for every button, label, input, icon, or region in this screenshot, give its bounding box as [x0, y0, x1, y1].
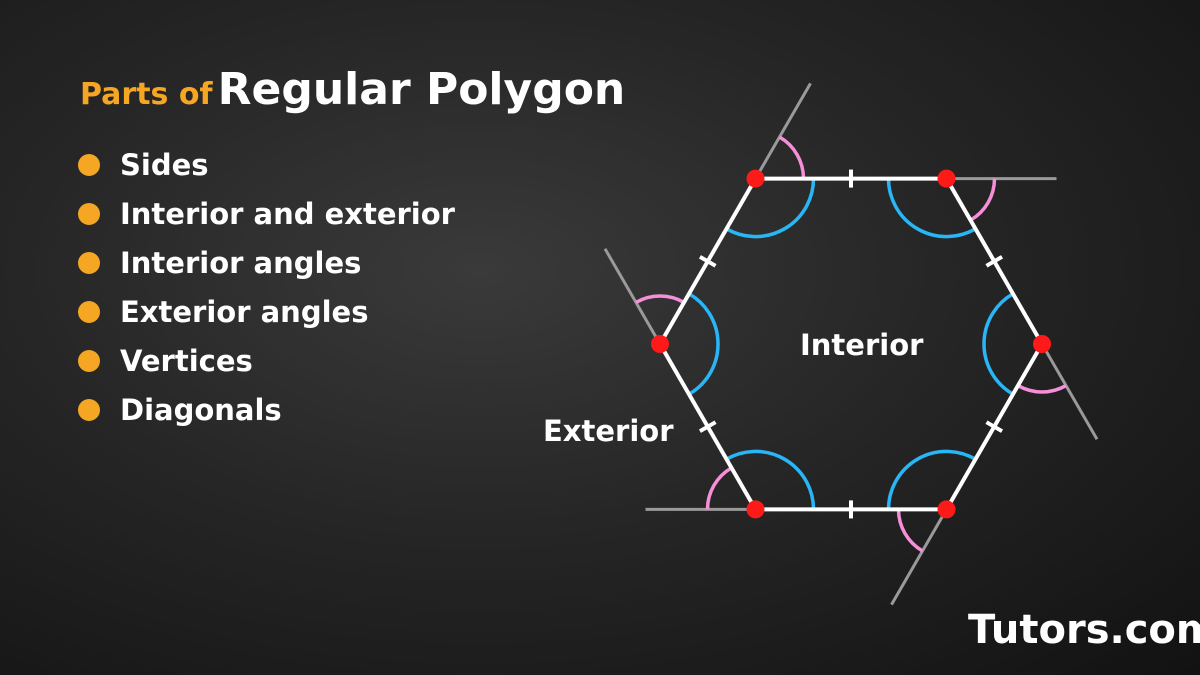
interior-angle-arcs	[688, 178, 1014, 510]
bullet-dot-icon	[78, 300, 100, 323]
side-tick-mark	[985, 255, 1004, 268]
bullet-dot-icon	[78, 153, 100, 176]
tutors-logo: Tutors.com	[968, 607, 1200, 653]
bullet-label: Exterior angles	[120, 294, 369, 329]
bullet-dot-icon	[78, 398, 100, 421]
bullet-item: Diagonals	[78, 385, 455, 434]
exterior-angle-arc	[705, 466, 733, 510]
interior-angle-arc	[725, 178, 816, 239]
side-extension-line	[1040, 343, 1099, 441]
vertex-dot	[937, 169, 956, 188]
bullet-item: Interior angles	[78, 238, 455, 287]
title-prefix: Parts of	[80, 77, 213, 112]
bullet-label: Diagonals	[120, 392, 282, 427]
interior-angle-arc	[688, 292, 720, 396]
bullet-label: Interior and exterior	[120, 196, 455, 231]
vertex-dot	[746, 169, 765, 188]
slide-title: Parts of Regular Polygon	[80, 64, 625, 115]
side-tick-marks	[698, 169, 1004, 519]
bullet-item: Sides	[78, 140, 455, 189]
side-tick-mark	[698, 420, 717, 433]
exterior-angle-arc	[896, 509, 924, 553]
exterior-angle-arc	[635, 294, 685, 304]
bullet-list: Sides Interior and exterior Interior ang…	[78, 140, 455, 434]
interior-angle-arc	[886, 178, 977, 239]
bullet-item: Exterior angles	[78, 287, 455, 336]
side-extension-line	[890, 508, 948, 606]
vertex-dot	[1033, 335, 1051, 353]
title-main: Regular Polygon	[217, 64, 626, 115]
hexagon-vertices	[651, 169, 1051, 519]
interior-label: Interior	[800, 328, 924, 362]
vertex-dot	[746, 500, 765, 519]
exterior-angle-arc	[969, 178, 997, 222]
vertex-dot	[651, 335, 669, 353]
interior-angle-arc	[886, 449, 977, 510]
vertex-dot	[937, 500, 956, 519]
interior-angle-arc	[982, 292, 1014, 396]
side-extensions	[603, 82, 1099, 606]
interior-angle-arc	[725, 449, 816, 510]
side-tick-mark	[698, 255, 717, 268]
bullet-dot-icon	[78, 349, 100, 372]
bullet-item: Vertices	[78, 336, 455, 385]
bullet-label: Vertices	[120, 343, 253, 378]
exterior-angle-arc	[1017, 384, 1067, 394]
exterior-angle-arcs	[635, 135, 1067, 553]
bullet-item: Interior and exterior	[78, 189, 455, 238]
exterior-angle-arc	[778, 135, 806, 179]
bullet-dot-icon	[78, 202, 100, 225]
bullet-label: Interior angles	[120, 245, 362, 280]
side-extension-line	[603, 247, 662, 345]
bullet-label: Sides	[120, 147, 209, 182]
side-tick-mark	[985, 420, 1004, 433]
exterior-label: Exterior	[543, 414, 674, 448]
bullet-dot-icon	[78, 251, 100, 274]
side-extension-line	[754, 82, 812, 180]
